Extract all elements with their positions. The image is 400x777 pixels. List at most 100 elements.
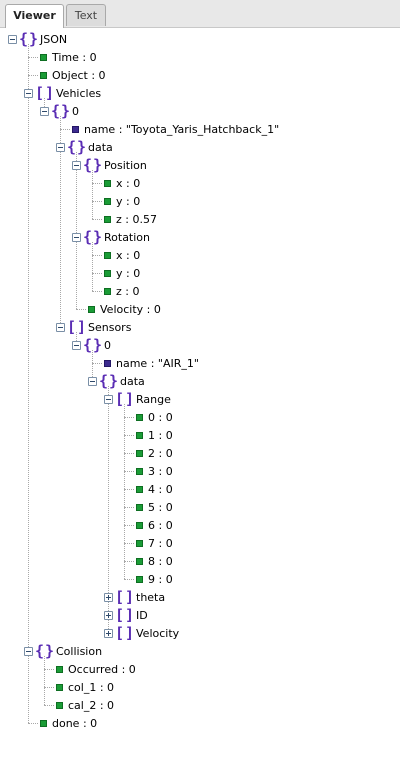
tree-label-id[interactable]: ID (136, 609, 148, 622)
tree-label-sensor-0[interactable]: 0 (104, 339, 111, 352)
tree-label-rotation[interactable]: Rotation (104, 231, 151, 244)
tree-connector-line (60, 116, 61, 327)
tree-label-range-3[interactable]: 3 : 0 (148, 465, 173, 478)
collapse-toggle-sensor-0[interactable] (72, 341, 81, 350)
tree-branch-line (92, 201, 102, 202)
tree-label-time[interactable]: Time : 0 (52, 51, 97, 64)
tree-label-cal-2[interactable]: cal_2 : 0 (68, 699, 115, 712)
tree-branch-line (124, 561, 134, 562)
tree-connector-line (108, 386, 109, 633)
value-node-icon (104, 198, 111, 205)
collapse-toggle-position[interactable] (72, 161, 81, 170)
tree-branch-line (92, 255, 102, 256)
tree-label-range-8[interactable]: 8 : 0 (148, 555, 173, 568)
value-node-icon (136, 540, 143, 547)
tree-branch-line (28, 57, 38, 58)
collapse-toggle-vehicle-0[interactable] (40, 107, 49, 116)
value-node-icon (136, 522, 143, 529)
tree-branch-line (28, 723, 38, 724)
tree-branch-line (124, 489, 134, 490)
tree-label-position-x[interactable]: x : 0 (116, 177, 141, 190)
tree-connector-line (76, 332, 77, 345)
tree-label-rotation-x[interactable]: x : 0 (116, 249, 141, 262)
collapse-toggle-range[interactable] (104, 395, 113, 404)
array-icon: [ ] (115, 588, 134, 606)
tree-label-sensor-data[interactable]: data (120, 375, 145, 388)
tree-branch-line (124, 579, 134, 580)
tree-label-occurred[interactable]: Occurred : 0 (68, 663, 136, 676)
tree-label-range-5[interactable]: 5 : 0 (148, 501, 173, 514)
tree-label-theta[interactable]: theta (136, 591, 166, 604)
value-node-icon (40, 72, 47, 79)
tree-branch-line (92, 183, 102, 184)
object-icon: { } (83, 336, 102, 354)
value-node-icon (56, 666, 63, 673)
value-node-icon (88, 306, 95, 313)
tree-label-position-z[interactable]: z : 0.57 (116, 213, 157, 226)
tree-branch-line (124, 435, 134, 436)
tree-branch-line (92, 273, 102, 274)
object-icon: { } (19, 30, 38, 48)
tree-branch-line (124, 507, 134, 508)
tree-label-rotation-y[interactable]: y : 0 (116, 267, 141, 280)
tree-label-range-2[interactable]: 2 : 0 (148, 447, 173, 460)
tree-label-position-y[interactable]: y : 0 (116, 195, 141, 208)
collapse-toggle-rotation[interactable] (72, 233, 81, 242)
tree-label-vehicle-name[interactable]: name : "Toyota_Yaris_Hatchback_1" (84, 123, 280, 136)
tree-label-vehicle-0[interactable]: 0 (72, 105, 79, 118)
tree-label-range-6[interactable]: 6 : 0 (148, 519, 173, 532)
tree-label-range-9[interactable]: 9 : 0 (148, 573, 173, 586)
object-icon: { } (99, 372, 118, 390)
tree-label-sensors[interactable]: Sensors (88, 321, 132, 334)
tree-label-range-7[interactable]: 7 : 0 (148, 537, 173, 550)
value-node-icon (136, 486, 143, 493)
tree-branch-line (76, 309, 86, 310)
tree-label-rotation-z[interactable]: z : 0 (116, 285, 140, 298)
tree-label-vehicle-data[interactable]: data (88, 141, 113, 154)
array-icon: [ ] (115, 624, 134, 642)
collapse-toggle-collision[interactable] (24, 647, 33, 656)
tree-label-range-4[interactable]: 4 : 0 (148, 483, 173, 496)
array-icon: [ ] (115, 390, 134, 408)
tree-label-col-1[interactable]: col_1 : 0 (68, 681, 115, 694)
collapse-toggle-sensors[interactable] (56, 323, 65, 332)
collapse-toggle-json-root[interactable] (8, 35, 17, 44)
tree-connector-line (44, 98, 45, 111)
tree-label-vehicle-velocity[interactable]: Velocity : 0 (100, 303, 161, 316)
value-node-icon (136, 558, 143, 565)
tree-label-vehicles[interactable]: Vehicles (56, 87, 102, 100)
object-icon: { } (67, 138, 86, 156)
value-node-icon (40, 720, 47, 727)
tree-label-range[interactable]: Range (136, 393, 171, 406)
array-icon: [ ] (115, 606, 134, 624)
tree-connector-line (76, 152, 77, 309)
value-node-icon (104, 252, 111, 259)
collapse-toggle-sensor-data[interactable] (88, 377, 97, 386)
value-node-icon (136, 576, 143, 583)
tab-text[interactable]: Text (66, 4, 106, 26)
tree-label-collision[interactable]: Collision (56, 645, 103, 658)
tree-branch-line (124, 417, 134, 418)
tree-branch-line (44, 669, 54, 670)
string-node-icon (72, 126, 79, 133)
tree-label-range-1[interactable]: 1 : 0 (148, 429, 173, 442)
tree-connector-line (92, 242, 93, 291)
tree-label-done[interactable]: done : 0 (52, 717, 98, 730)
collapse-toggle-vehicle-data[interactable] (56, 143, 65, 152)
tree-label-position[interactable]: Position (104, 159, 147, 172)
tab-viewer[interactable]: Viewer (5, 4, 64, 28)
tree-label-object[interactable]: Object : 0 (52, 69, 106, 82)
tree-label-sensor-name[interactable]: name : "AIR_1" (116, 357, 199, 370)
expand-toggle-sensor-velocity[interactable] (104, 629, 113, 638)
tree-label-sensor-velocity[interactable]: Velocity (136, 627, 180, 640)
value-node-icon (136, 468, 143, 475)
value-node-icon (136, 450, 143, 457)
tree-branch-line (28, 75, 38, 76)
expand-toggle-id[interactable] (104, 611, 113, 620)
expand-toggle-theta[interactable] (104, 593, 113, 602)
tree-connector-line (28, 44, 29, 723)
tree-label-range-0[interactable]: 0 : 0 (148, 411, 173, 424)
tree-branch-line (124, 453, 134, 454)
collapse-toggle-vehicles[interactable] (24, 89, 33, 98)
tree-label-json-root[interactable]: JSON (40, 33, 68, 46)
